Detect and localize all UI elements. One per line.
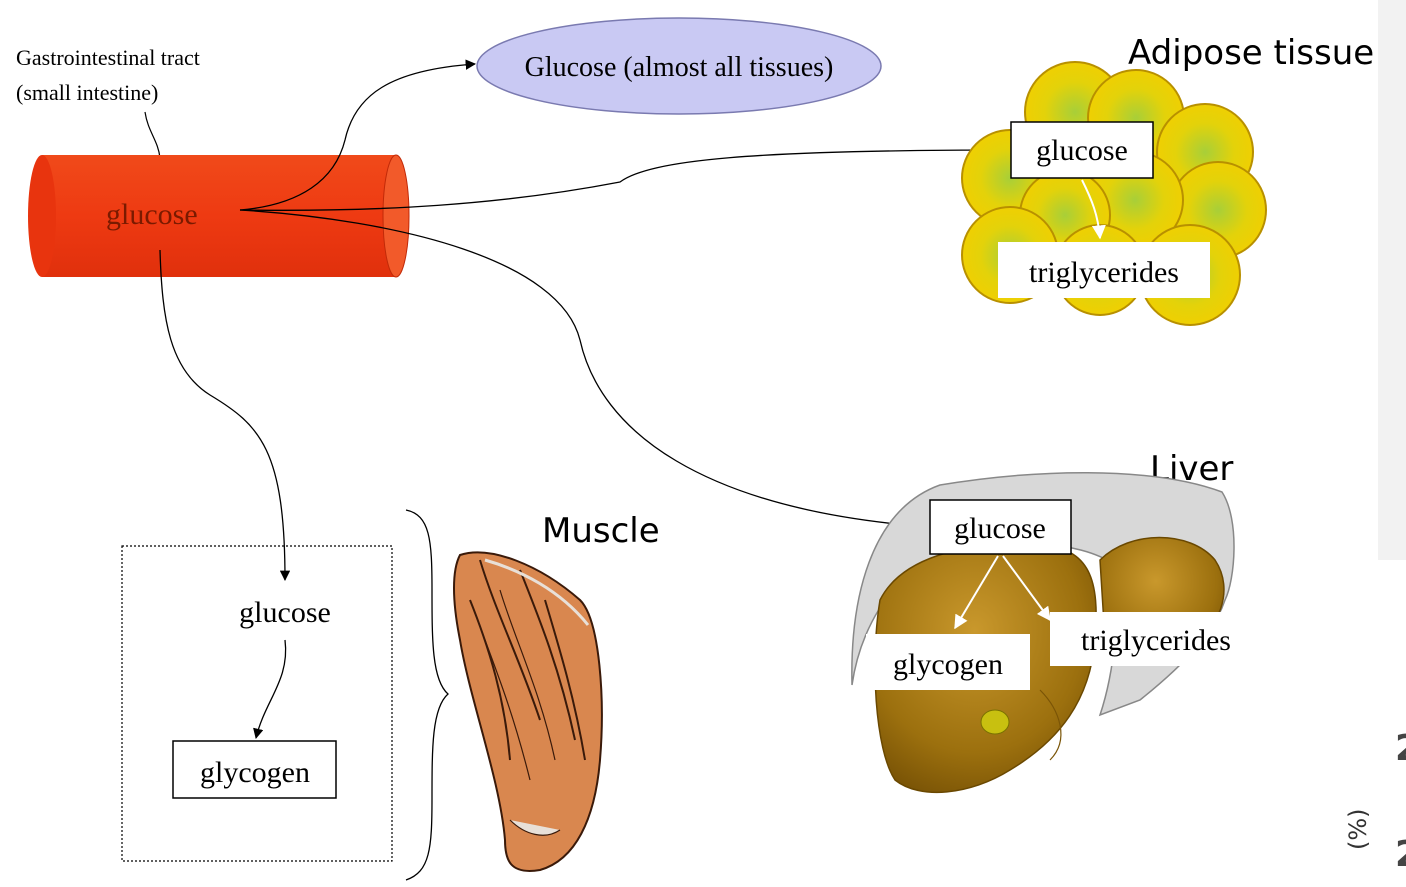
muscle-glycogen-label: glycogen: [200, 756, 310, 789]
source-label-leader: [145, 112, 160, 158]
right-edge-fragments: 2 2 (%): [1344, 0, 1406, 875]
liver-glucose-label: glucose: [954, 512, 1046, 545]
arrow-to-muscle: [160, 250, 285, 580]
muscle-image: [454, 552, 602, 871]
source-label: Gastrointestinal tract (small intestine): [16, 45, 200, 158]
edge-fragment-axis: (%): [1344, 808, 1372, 850]
muscle-cell-box: [122, 546, 392, 861]
tube-body: [35, 155, 396, 277]
adipose-title: Adipose tissue: [1128, 33, 1374, 73]
liver-glycogen-label: glycogen: [893, 648, 1003, 681]
source-label-line2: (small intestine): [16, 80, 158, 105]
right-edge-panel: [1378, 0, 1406, 560]
muscle-title: Muscle: [542, 511, 660, 551]
source-label-line1: Gastrointestinal tract: [16, 45, 200, 70]
edge-fragment-top: 2: [1395, 728, 1406, 769]
edge-fragment-bottom: 2: [1395, 834, 1406, 875]
muscle-glucose-label: glucose: [239, 596, 331, 629]
flow-arrows: [160, 64, 1012, 580]
all-tissues-node: Glucose (almost all tissues): [477, 18, 881, 114]
liver-group: Liver glucose glycogen triglycerides: [852, 449, 1255, 792]
adipose-tissue-group: Adipose tissue glucose triglycerides: [962, 33, 1374, 325]
tube-right-end: [383, 155, 409, 277]
tube-glucose-label: glucose: [106, 198, 198, 231]
adipose-triglycerides-label: triglycerides: [1029, 256, 1179, 289]
liver-triglycerides-label: triglycerides: [1081, 624, 1231, 657]
all-tissues-label: Glucose (almost all tissues): [525, 52, 834, 83]
muscle-conversion-arrow: [256, 640, 286, 738]
adipose-glucose-label: glucose: [1036, 134, 1128, 167]
muscle-brace: [406, 510, 448, 880]
intestine-tube: glucose: [28, 155, 409, 277]
muscle-group: glucose glycogen Muscle: [122, 510, 660, 880]
tube-left-end: [28, 155, 56, 277]
